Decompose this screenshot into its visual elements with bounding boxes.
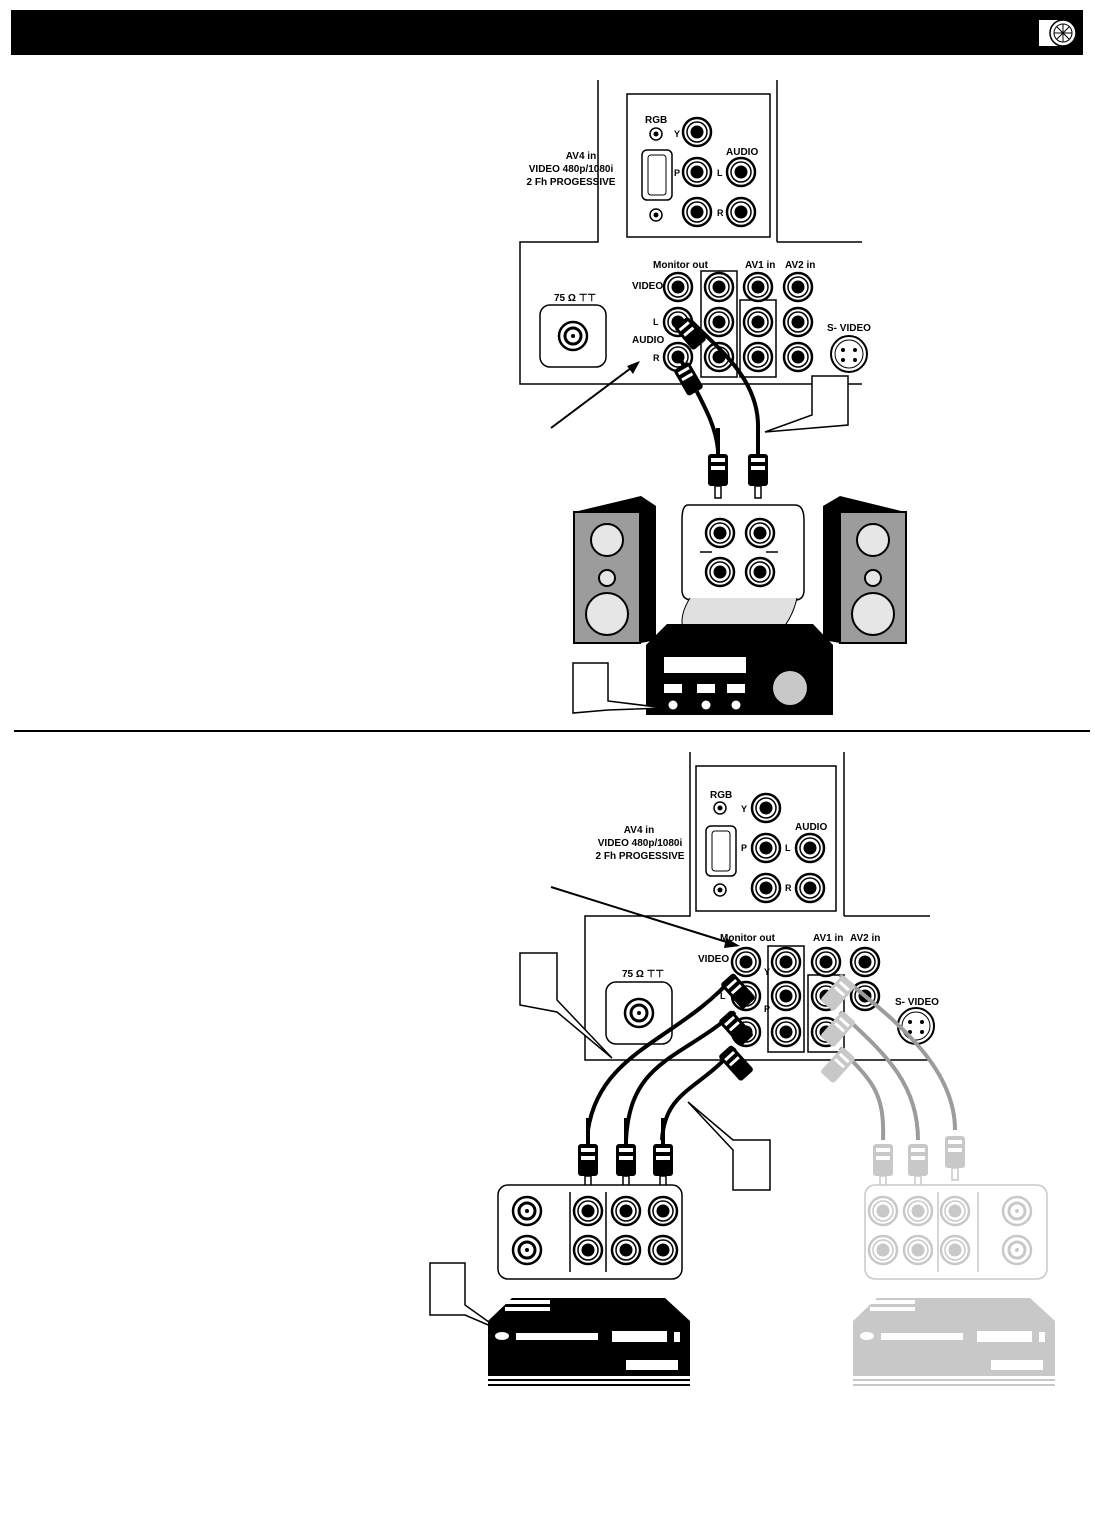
audio-label: AUDIO <box>795 822 827 833</box>
rca-plug-icon <box>907 1143 929 1189</box>
speaker-icon <box>573 496 656 644</box>
rca-plug-icon <box>872 1143 894 1189</box>
r-label: R <box>785 883 792 893</box>
audio-cable-left <box>688 318 761 455</box>
av1-video-jack <box>742 271 774 303</box>
vcr-icon <box>853 1298 1055 1386</box>
monitor-out-label: Monitor out <box>653 260 709 271</box>
av2-in-label: AV2 in <box>850 933 880 944</box>
l-label: L <box>785 843 791 853</box>
section-divider <box>14 730 1090 732</box>
av1-in-label: AV1 in <box>813 933 843 944</box>
av2-in-label: AV2 in <box>785 260 815 271</box>
receiver-out-l-jack <box>704 556 736 588</box>
y-label: Y <box>764 967 770 977</box>
rgb-label: RGB <box>710 790 732 801</box>
av4-y-jack <box>681 116 713 148</box>
l-label: L <box>720 991 726 1001</box>
av4-label-line1: AV4 in <box>624 825 654 836</box>
rca-plug-icon <box>944 1135 966 1181</box>
r-label: R <box>717 208 724 218</box>
audio-label: AUDIO <box>632 335 664 346</box>
av4-label-line1: AV4 in <box>566 151 596 162</box>
antenna-label: 75 Ω ⊤⊤ <box>554 293 596 304</box>
audio-label: AUDIO <box>726 147 758 158</box>
p-label: P <box>674 168 680 178</box>
header-lens-icon <box>1039 19 1077 47</box>
av4-pb-jack <box>750 832 782 864</box>
r-label: R <box>653 353 660 363</box>
antenna-jack <box>623 997 655 1029</box>
rca-plug-icon <box>706 426 730 500</box>
av4-audio-l-jack <box>794 832 826 864</box>
av4-y-jack <box>750 792 782 824</box>
av2-video-jack <box>782 271 814 303</box>
av2-video-jack <box>849 946 881 978</box>
top-diagram: RGB Y P AUDIO L R AV4 in VIDEO 480p/1080… <box>519 80 907 715</box>
av4-label-line2: VIDEO 480p/1080i <box>529 164 614 175</box>
av4-audio-r-jack <box>725 196 757 228</box>
receiver-in-l-jack <box>704 517 736 549</box>
video-label: VIDEO <box>698 954 729 965</box>
svideo-label: S- VIDEO <box>827 323 871 334</box>
av1-video-jack <box>810 946 842 978</box>
rca-plug-icon <box>576 1116 600 1190</box>
p-label: P <box>741 843 747 853</box>
av1-audio-r-jack <box>742 341 774 373</box>
rca-plug-icon <box>651 1116 675 1190</box>
rca-plug-icon <box>614 1116 638 1190</box>
speaker-icon <box>823 496 907 644</box>
receiver-out-r-jack <box>744 556 776 588</box>
monitor-out-video-jack <box>662 271 694 303</box>
av4-pb-jack <box>681 156 713 188</box>
antenna-label: 75 Ω ⊤⊤ <box>622 969 664 980</box>
l-label: L <box>717 168 723 178</box>
rgb-label: RGB <box>645 115 667 126</box>
av2-audio-l-jack <box>782 306 814 338</box>
av4-pr-jack <box>681 196 713 228</box>
bottom-diagram: RGB Y P AUDIO L R AV4 in VIDEO 480p/1080… <box>429 752 1055 1386</box>
component-y-jack <box>770 946 802 978</box>
av4-label-line3: 2 Fh PROGESSIVE <box>596 851 685 862</box>
vcr-icon <box>488 1298 690 1386</box>
av4-label-line3: 2 Fh PROGESSIVE <box>527 177 616 188</box>
component-y-jack <box>703 271 735 303</box>
receiver-in-r-jack <box>744 517 776 549</box>
component-pr-jack <box>770 1016 802 1048</box>
component-pb-jack <box>770 980 802 1012</box>
component-pb-jack <box>703 306 735 338</box>
av4-pr-jack <box>750 872 782 904</box>
av4-audio-l-jack <box>725 156 757 188</box>
svideo-label: S- VIDEO <box>895 997 939 1008</box>
av4-audio-r-jack <box>794 872 826 904</box>
antenna-jack <box>557 320 589 352</box>
rca-plug-icon <box>746 426 770 500</box>
y-label: Y <box>674 129 680 139</box>
p-label: P <box>764 1004 770 1014</box>
stereo-receiver-icon <box>646 624 833 715</box>
av1-in-label: AV1 in <box>745 260 775 271</box>
monitor-out-label: Monitor out <box>720 933 776 944</box>
av2-audio-r-jack <box>782 341 814 373</box>
y-label: Y <box>741 804 747 814</box>
monitor-out-video-jack <box>730 946 762 978</box>
header-bar <box>11 10 1083 55</box>
video-label: VIDEO <box>632 281 663 292</box>
av4-label-line2: VIDEO 480p/1080i <box>598 838 683 849</box>
l-label: L <box>653 317 659 327</box>
av1-audio-l-jack <box>742 306 774 338</box>
